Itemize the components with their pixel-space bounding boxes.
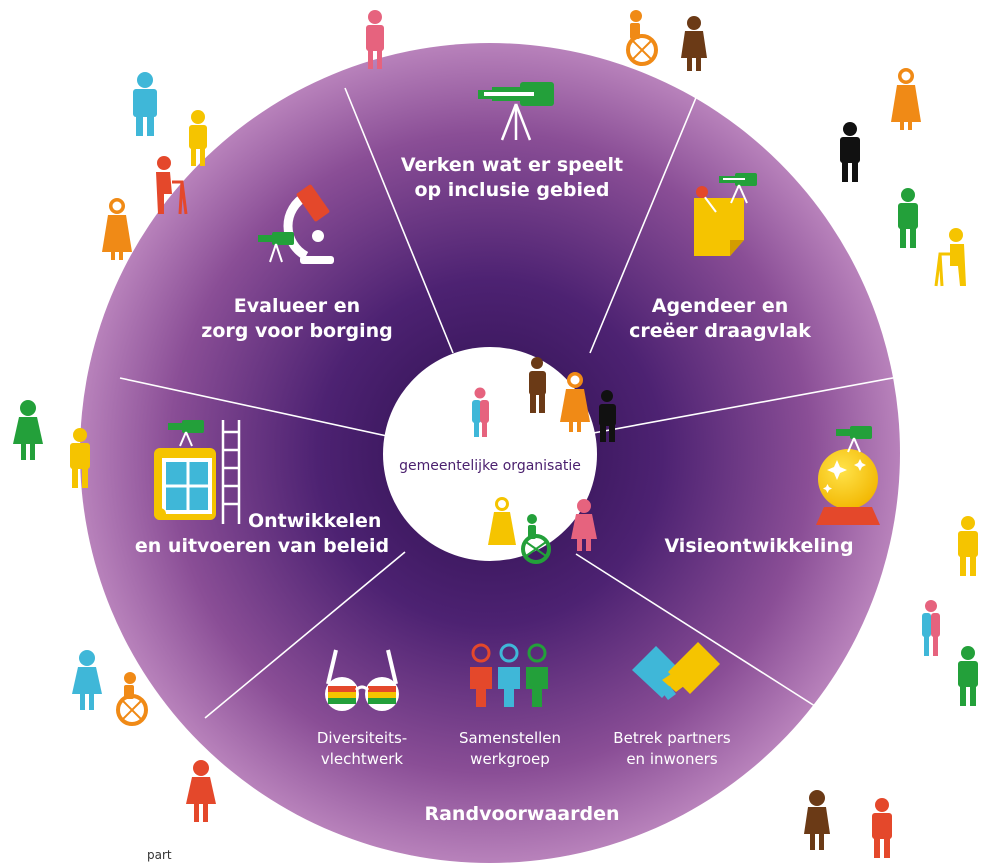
walker-icon [934, 228, 966, 287]
person-icon [922, 600, 940, 656]
segment-title-explore-2: op inclusie gebied [414, 179, 609, 201]
segment-title-agenda-2: creëer draagvlak [629, 320, 811, 342]
person-icon [958, 646, 978, 706]
wheelchair-icon [521, 514, 551, 564]
person-icon [72, 650, 102, 710]
center-person-orange-veil [560, 372, 590, 432]
telescope-icon [478, 82, 554, 141]
condition-2-line-1: Samenstellen [459, 729, 561, 747]
center-person-black [599, 390, 616, 442]
center-circle [383, 347, 597, 561]
person-icon [840, 122, 860, 182]
person-icon [681, 16, 707, 71]
telescope-icon [168, 420, 204, 447]
person-icon [13, 400, 43, 460]
person-icon [189, 110, 207, 166]
segment-title-evaluate-2: zorg voor borging [201, 320, 392, 342]
person-icon [133, 72, 157, 136]
condition-3-line-1: Betrek partners [613, 729, 731, 747]
telescope-icon [836, 426, 872, 453]
walker-icon [156, 156, 188, 215]
blueprint-icon [154, 448, 216, 520]
footer-text-fragment: part [147, 848, 172, 862]
ladder-icon [221, 420, 241, 524]
person-icon [958, 516, 978, 576]
center-person-pink [571, 499, 597, 551]
segment-dividers [119, 87, 899, 723]
microscope-icon [283, 184, 334, 264]
condition-1-line-1: Diversiteits- [317, 729, 407, 747]
center-person-brown [529, 357, 546, 413]
segment-title-agenda-1: Agendeer en [652, 295, 789, 317]
person-icon [186, 760, 216, 822]
center-person-pink-blue [472, 387, 489, 437]
condition-2-line-2: werkgroep [470, 750, 550, 768]
center-label: gemeentelijke organisatie [399, 458, 581, 474]
person-icon [102, 198, 132, 260]
crystal-ball-icon [816, 449, 880, 525]
condition-1-line-2: vlechtwerk [321, 750, 404, 768]
handshake-icon [632, 642, 720, 700]
glasses-icon [325, 649, 399, 711]
person-icon [872, 798, 892, 858]
segment-title-vision: Visieontwikkeling [664, 535, 853, 557]
person-icon [898, 188, 918, 248]
person-icon [804, 790, 830, 850]
segment-title-develop-2: en uitvoeren van beleid [135, 535, 389, 557]
person-icon [891, 68, 921, 130]
wheelchair-icon [116, 672, 148, 726]
telescope-icon [258, 232, 294, 263]
person-icon [366, 10, 384, 69]
wheelchair-icon [626, 10, 658, 66]
sticky-note-icon [694, 186, 744, 256]
telescope-icon [719, 173, 757, 204]
center-person-yellow-veil [488, 497, 516, 545]
segment-title-explore-1: Verken wat er speelt [401, 154, 623, 176]
people-group-icon [470, 643, 548, 707]
condition-3-line-2: en inwoners [626, 750, 718, 768]
segment-title-develop-1: Ontwikkelen [248, 510, 381, 532]
segment-title-evaluate-1: Evalueer en [234, 295, 360, 317]
person-icon [70, 428, 90, 488]
conditions-title: Randvoorwaarden [424, 803, 619, 825]
